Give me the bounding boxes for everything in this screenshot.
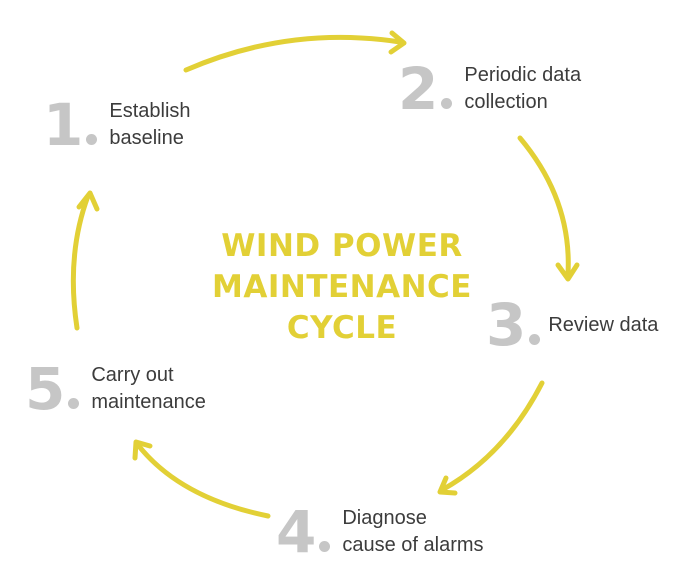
step-2: 2 Periodic data collection — [398, 60, 581, 118]
step-label: Review data — [548, 312, 658, 339]
arrow-step1-to-step2 — [183, 34, 403, 73]
step-number: 1 — [43, 96, 98, 154]
title-line-2: MAINTENANCE — [212, 269, 472, 305]
arrow-step2-to-step3 — [517, 135, 571, 277]
arrow-step5-to-step1 — [70, 193, 91, 331]
step-label-line: Review data — [548, 313, 659, 336]
step-dot — [68, 398, 80, 409]
step-3: 3 Review data — [486, 296, 658, 354]
step-5: 5 Carry out maintenance — [25, 360, 206, 418]
step-label: Periodic data collection — [464, 62, 581, 116]
step-number: 5 — [25, 360, 80, 418]
step-number: 3 — [486, 296, 541, 354]
arrowhead-step2-to-step3 — [555, 262, 580, 282]
step-label-line: baseline — [109, 127, 184, 149]
arrow-step3-to-step4 — [439, 380, 545, 493]
step-1: 1 Establish baseline — [43, 96, 191, 154]
step-label-line: maintenance — [91, 391, 206, 413]
arrowhead-step3-to-step4 — [437, 475, 458, 496]
step-4: 4 Diagnose cause of alarms — [276, 503, 484, 561]
arrowhead-step4-to-step5 — [132, 439, 153, 461]
title-line-3: CYCLE — [286, 310, 398, 346]
step-label-line: Establish — [109, 100, 191, 122]
step-number: 4 — [276, 503, 331, 561]
diagram-title: WIND POWER MAINTENANCE CYCLE — [192, 226, 492, 349]
arrow-step4-to-step5 — [135, 442, 271, 519]
step-label: Diagnose cause of alarms — [342, 505, 483, 559]
title-line-1: WIND POWER — [221, 228, 463, 264]
arrowhead-step1-to-step2 — [388, 30, 407, 55]
step-label-line: Diagnose — [342, 507, 427, 529]
step-label-line: Periodic data — [464, 64, 582, 86]
step-label-line: Carry out — [91, 364, 174, 386]
step-dot — [319, 541, 331, 552]
step-label: Carry out maintenance — [91, 362, 206, 416]
step-dot — [441, 98, 453, 109]
step-label-line: collection — [464, 91, 548, 113]
arrowhead-step5-to-step1 — [76, 190, 100, 212]
step-label: Establish baseline — [109, 98, 190, 152]
step-number: 2 — [398, 60, 453, 118]
step-dot — [86, 134, 98, 145]
step-dot — [529, 334, 541, 345]
step-label-line: cause of alarms — [342, 534, 484, 556]
